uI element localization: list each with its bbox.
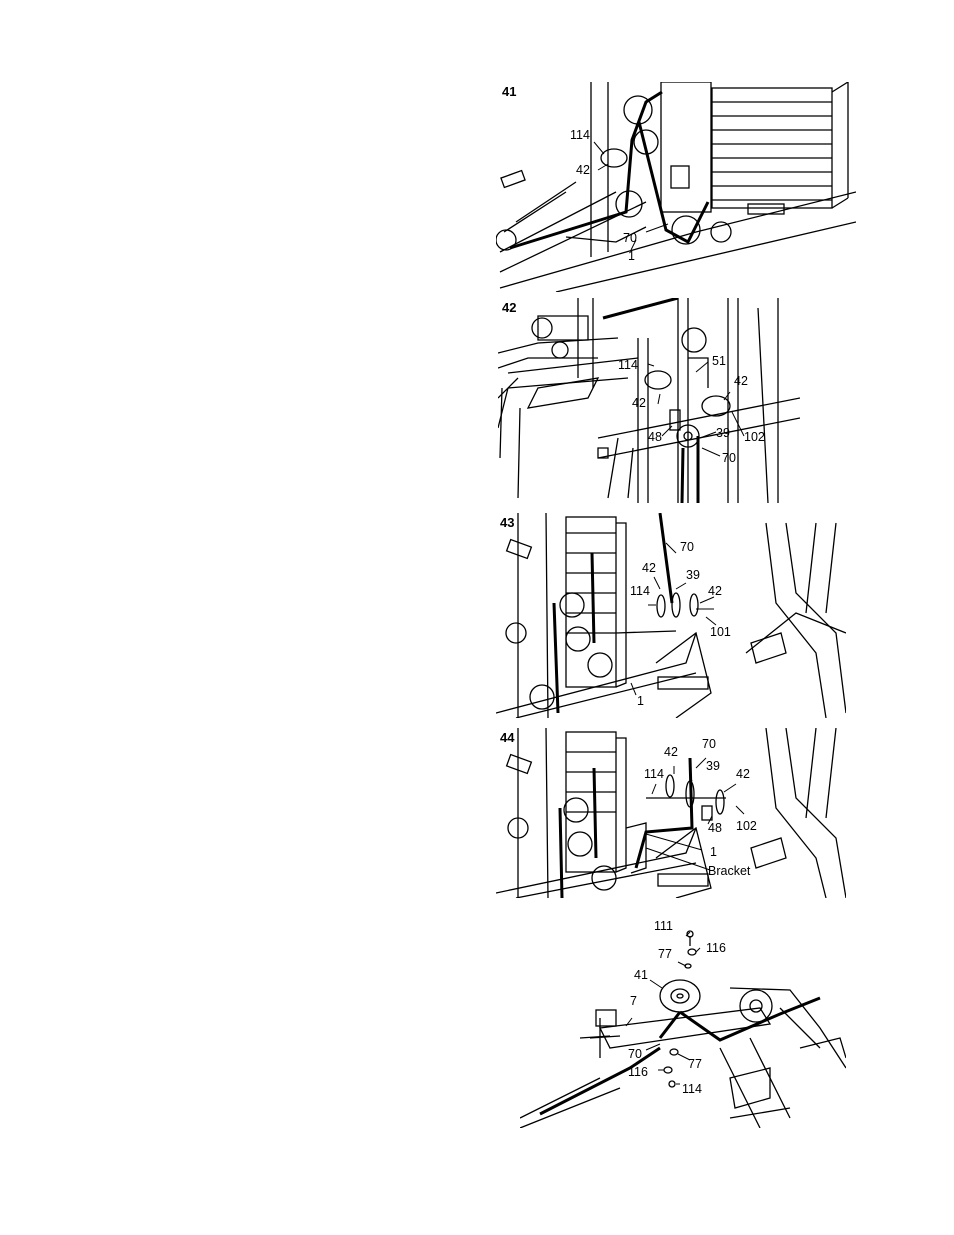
figure-number: 44 <box>500 730 514 745</box>
callout-label: 70 <box>680 541 694 554</box>
figure-44: 44 70 42 39 114 42 48 102 1 Bracket <box>496 728 846 898</box>
callout-label: 70 <box>628 1048 642 1061</box>
callout-label: 116 <box>628 1066 648 1079</box>
figure-pulley-assembly-drawing <box>520 918 846 1128</box>
figure-43: 43 70 42 39 114 42 101 1 <box>496 513 846 718</box>
callout-label: 42 <box>736 768 750 781</box>
callout-label: 39 <box>716 427 730 440</box>
callout-label: 48 <box>648 431 662 444</box>
callout-label: 48 <box>708 822 722 835</box>
figure-41-drawing <box>496 82 856 292</box>
callout-label: 39 <box>686 569 700 582</box>
callout-label: 114 <box>618 359 638 372</box>
callout-label: 102 <box>744 431 765 444</box>
figure-number: 42 <box>502 300 516 315</box>
callout-label: Bracket <box>708 865 750 878</box>
callout-label: 102 <box>736 820 757 833</box>
callout-label: 51 <box>712 355 726 368</box>
callout-label: 1 <box>637 695 644 708</box>
callout-label: 114 <box>570 129 590 142</box>
figure-pulley-assembly: 111 116 77 41 7 70 77 116 114 <box>520 918 846 1128</box>
figure-43-drawing <box>496 513 846 718</box>
callout-label: 42 <box>642 562 656 575</box>
figure-41: 41 114 42 70 1 <box>496 82 856 292</box>
figure-number: 43 <box>500 515 514 530</box>
callout-label: 70 <box>722 452 736 465</box>
callout-label: 42 <box>632 397 646 410</box>
callout-label: 116 <box>706 942 726 955</box>
callout-label: 101 <box>710 626 731 639</box>
callout-label: 7 <box>630 995 637 1008</box>
callout-label: 70 <box>702 738 716 751</box>
callout-label: 70 <box>623 232 637 245</box>
figure-number: 41 <box>502 84 516 99</box>
callout-label: 1 <box>628 250 635 263</box>
callout-label: 77 <box>658 948 672 961</box>
callout-label: 42 <box>664 746 678 759</box>
callout-label: 42 <box>708 585 722 598</box>
callout-label: 42 <box>734 375 748 388</box>
callout-label: 111 <box>654 920 673 933</box>
callout-label: 1 <box>710 846 717 859</box>
figure-42: 42 114 51 42 42 48 39 102 70 <box>498 298 800 503</box>
callout-label: 114 <box>682 1083 702 1096</box>
callout-label: 114 <box>630 585 650 598</box>
callout-label: 77 <box>688 1058 702 1071</box>
callout-label: 41 <box>634 969 648 982</box>
callout-label: 39 <box>706 760 720 773</box>
figure-42-drawing <box>498 298 800 503</box>
callout-label: 114 <box>644 768 664 781</box>
callout-label: 42 <box>576 164 590 177</box>
